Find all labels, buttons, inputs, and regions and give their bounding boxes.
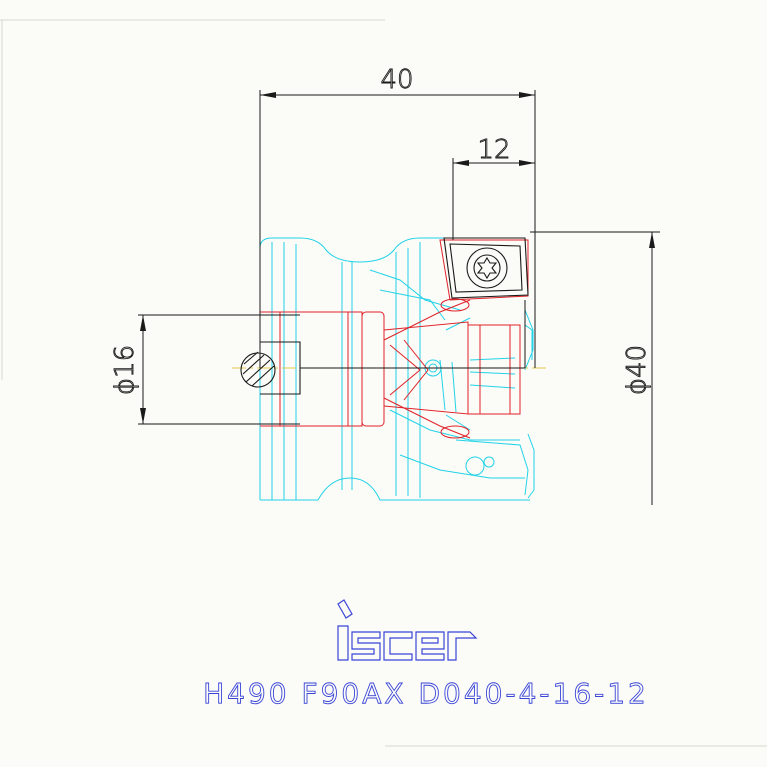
dim-label-length: 40 — [380, 65, 413, 95]
model-code: H490 F90AX D040-4-16-12 — [203, 677, 649, 710]
dimension-shank-diameter — [138, 314, 300, 425]
hidden-bore-detail — [260, 239, 529, 439]
sheet-frame — [0, 19, 767, 747]
iscar-logo — [337, 599, 478, 661]
dimension-overall-length — [259, 90, 536, 369]
dimension-insert-width — [452, 158, 535, 240]
insert — [443, 237, 529, 299]
dim-label-cutting-diameter: ϕ40 — [622, 345, 652, 395]
dim-label-insert-width: 12 — [477, 135, 510, 165]
dim-label-shank-diameter: ϕ16 — [110, 345, 140, 395]
cutter-body-outline — [259, 237, 535, 501]
dimension-cutting-diameter — [530, 231, 660, 505]
